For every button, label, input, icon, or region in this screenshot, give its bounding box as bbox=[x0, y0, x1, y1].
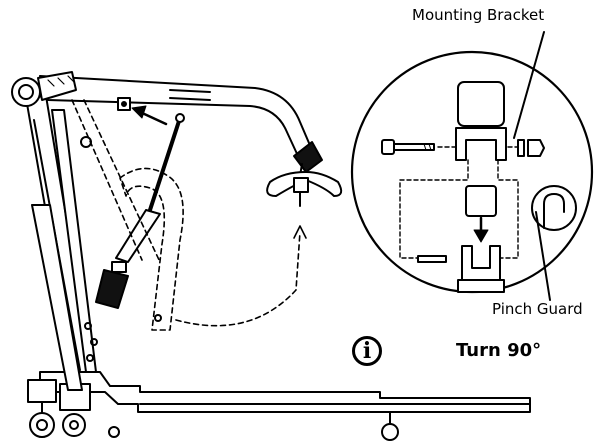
lift-mast bbox=[25, 95, 98, 391]
boom-pivot bbox=[11, 71, 77, 107]
leader-pinch-guard bbox=[535, 211, 551, 301]
insert-down-arrow bbox=[473, 216, 489, 243]
lift-actuator bbox=[95, 113, 185, 309]
pin bbox=[417, 255, 447, 263]
caster-wheel-rear bbox=[62, 413, 86, 437]
nut bbox=[527, 139, 545, 157]
info-icon: i bbox=[352, 336, 382, 366]
lift-boom bbox=[39, 75, 313, 157]
ghost-bracket-pin bbox=[154, 314, 162, 322]
bolt bbox=[381, 139, 435, 155]
caster-wheel-front bbox=[29, 401, 55, 438]
pinch-guard bbox=[531, 185, 577, 231]
spreader-bar bbox=[266, 141, 343, 207]
caster-wheel-leg-small bbox=[108, 426, 120, 438]
actuator-move-arrow bbox=[131, 105, 168, 126]
caster-wheel-leg bbox=[381, 411, 399, 441]
lift-base bbox=[27, 371, 531, 413]
mounting-bracket-label: Mounting Bracket bbox=[412, 6, 545, 24]
alignment-dashes bbox=[399, 146, 519, 259]
washer bbox=[517, 139, 525, 157]
turn-instruction: Turn 90° bbox=[456, 340, 542, 361]
leader-mounting-bracket bbox=[513, 31, 545, 139]
bracket-block bbox=[457, 81, 505, 127]
bracket-clevis bbox=[455, 127, 507, 161]
pinch-guard-label: Pinch Guard bbox=[492, 300, 583, 318]
bracket-detail-callout bbox=[350, 50, 594, 294]
swing-path-dashed bbox=[71, 99, 307, 331]
patient-lift bbox=[11, 71, 531, 441]
insert-block bbox=[465, 185, 497, 217]
